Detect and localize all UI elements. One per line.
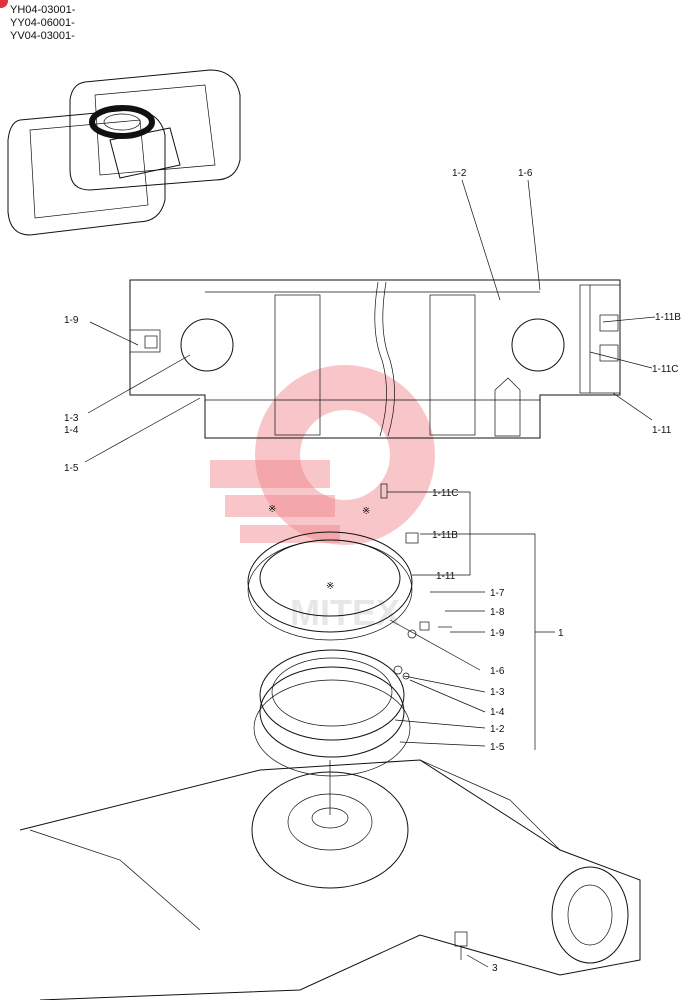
highlight-ring [89,105,155,139]
exploded-assembly [247,483,452,777]
lower-frame [19,759,641,1000]
ref-mark-2: ※ [362,506,370,517]
callout-1-8: 1-8 [490,607,505,618]
callout-1-9: 1-9 [490,628,505,639]
callout-1-4: 1-4 [490,707,505,718]
section-view [129,279,621,439]
callout-1-11B-mid: 1-11B [432,530,458,541]
callout-1-6-top: 1-6 [518,168,533,179]
serial-line-2: YY04-06001- [10,17,75,29]
serial-line-1: YH04-03001- [10,4,76,16]
svg-text:MITEX: MITEX [290,592,400,633]
leader-lines [84,179,656,968]
callout-1-2: 1-2 [490,724,505,735]
callout-1-11C-right: 1-11C [652,364,679,375]
serial-line-3: YV04-03001- [10,30,75,42]
callout-1-3: 1-3 [490,687,505,698]
callout-1-5: 1-5 [490,742,505,753]
callout-1-3-left: 1-3 [64,413,79,424]
callout-1-11C-mid: 1-11C [432,488,459,499]
callout-1-2-top: 1-2 [452,168,467,179]
callout-1-7: 1-7 [490,588,505,599]
gear-logo-icon: MITEX [210,365,435,633]
undercarriage-overview [7,69,241,236]
badge-icon [0,0,8,8]
callout-1-11-right: 1-11 [652,425,672,436]
callout-1-9-left: 1-9 [64,315,79,326]
callout-1: 1 [558,628,564,639]
callout-1-5-left: 1-5 [64,463,79,474]
ref-mark-1: ※ [268,504,276,515]
callout-1-4-left: 1-4 [64,425,79,436]
callout-1-11B-right: 1-11B [655,312,681,323]
callout-1-6: 1-6 [490,666,505,677]
callouts: 1-2 1-6 1-9 1-3 1-4 1-5 1-11B 1-11C 1-11… [64,168,681,974]
callout-3: 3 [492,963,498,974]
ref-mark-3: ※ [326,581,334,592]
callout-1-11-mid: 1-11 [436,571,456,582]
